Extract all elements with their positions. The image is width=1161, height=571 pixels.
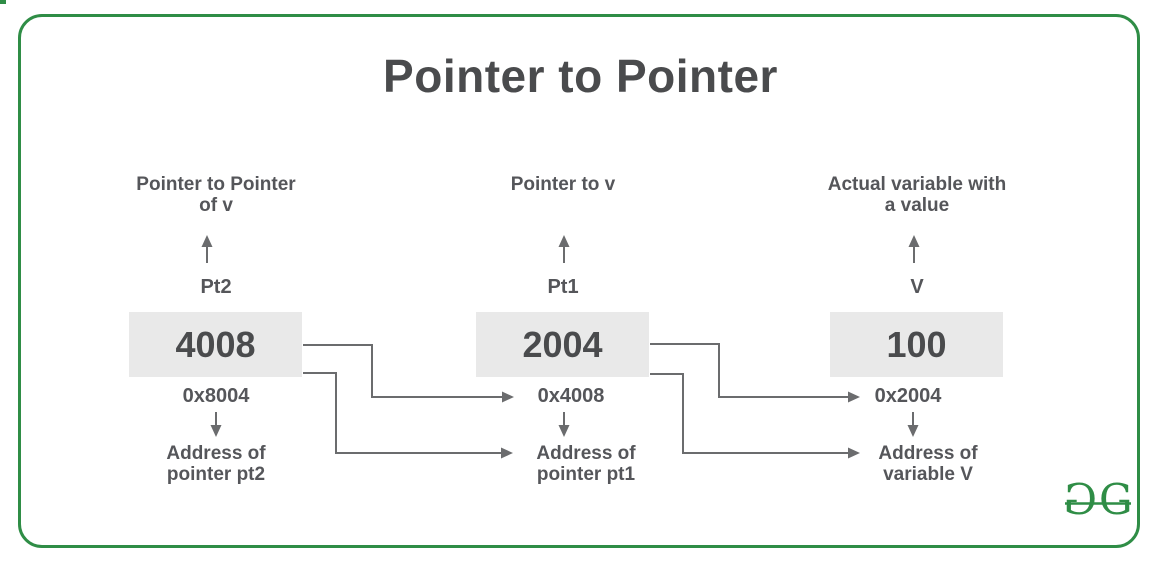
logo-left-g: G (1063, 477, 1097, 521)
pt1-address-caption-line2: pointer pt1 (536, 464, 636, 485)
column-pt1: Pointer to v Pt1 2004 0x4008 Address of … (443, 0, 683, 571)
pt2-description-line2: of v (199, 195, 233, 216)
pt2-address-label: 0x8004 (182, 385, 250, 407)
column-v: Actual variable with a value V 100 0x200… (797, 0, 1037, 571)
v-address-caption-line1: Address of (878, 443, 978, 464)
v-address-caption: Address of variable V (808, 443, 1048, 485)
pt2-name-label: Pt2 (200, 276, 232, 298)
pt1-address-caption-line1: Address of (536, 443, 636, 464)
pt1-value: 2004 (522, 323, 603, 365)
v-value: 100 (886, 323, 947, 365)
pt2-address-caption-line1: Address of (166, 443, 266, 464)
pt2-value: 4008 (175, 323, 256, 365)
pt2-address-caption-line2: pointer pt2 (166, 464, 266, 485)
pt1-description-label: Pointer to v (443, 174, 683, 195)
pt2-memory-box: 4008 (129, 312, 302, 377)
pt2-address-caption: Address of pointer pt2 (96, 443, 336, 485)
v-description-line1: Actual variable with (827, 174, 1007, 195)
page-title: Pointer to Pointer (383, 50, 778, 102)
pt1-address-label: 0x4008 (537, 385, 605, 407)
column-pt2: Pointer to Pointer of v Pt2 4008 0x8004 … (96, 0, 336, 571)
v-description-line2: a value (884, 195, 950, 216)
v-memory-box: 100 (830, 312, 1003, 377)
pt2-description-label: Pointer to Pointer of v (96, 174, 336, 216)
logo-right-g: G (1099, 477, 1133, 521)
corner-artifact (0, 0, 6, 4)
v-address-caption-line2: variable V (883, 464, 973, 485)
pt1-description-line1: Pointer to v (510, 174, 616, 195)
pt1-name-label: Pt1 (547, 276, 579, 298)
pt2-description-line1: Pointer to Pointer (136, 174, 296, 195)
v-name-label: V (910, 276, 924, 298)
pt1-memory-box: 2004 (476, 312, 649, 377)
geeksforgeeks-logo: G G (1063, 477, 1133, 521)
diagram-border-frame (18, 14, 1140, 548)
v-address-label: 0x2004 (874, 385, 942, 407)
v-description-label: Actual variable with a value (797, 174, 1037, 216)
pt1-address-caption: Address of pointer pt1 (466, 443, 706, 485)
